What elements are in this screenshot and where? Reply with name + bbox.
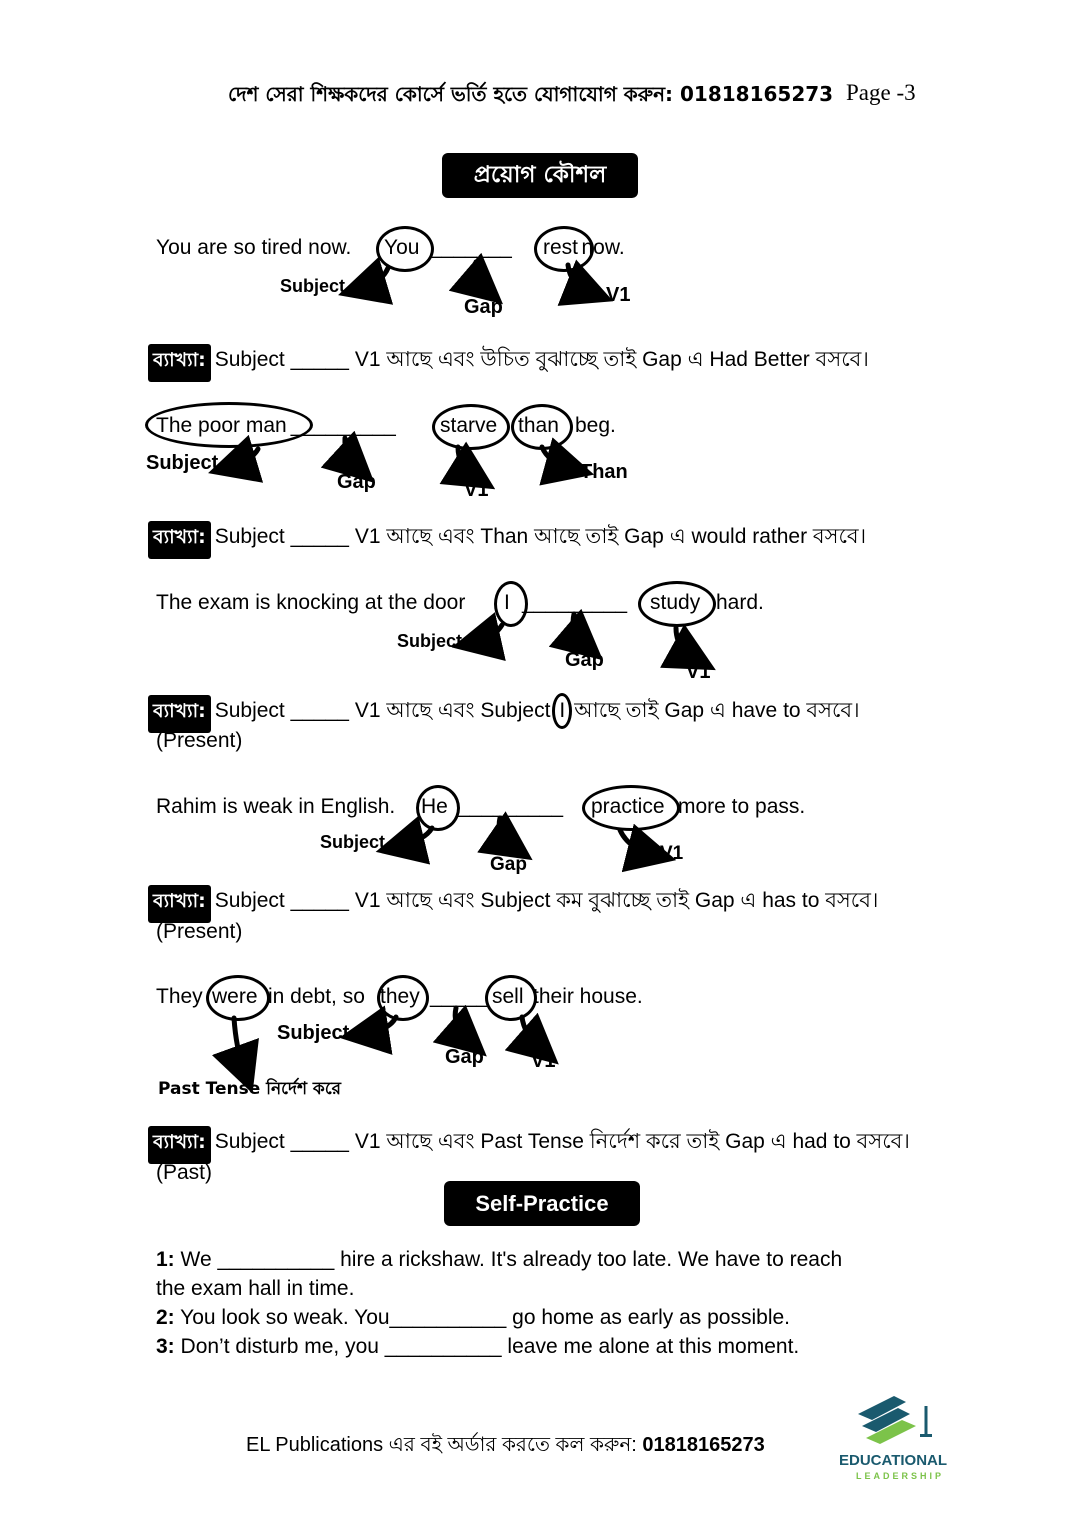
subject-word: I (504, 591, 510, 614)
oval-than (511, 404, 573, 450)
oval-past-verb (206, 975, 270, 1021)
sentence-middle: in debt, so (268, 985, 365, 1008)
label-v1: V1 (464, 479, 489, 501)
sentence-end: beg. (575, 414, 616, 437)
explanation-3: ব্যাখ্যা:Subject _____ V1 আছে এবং Subjec… (148, 693, 860, 733)
verb-word: sell (492, 985, 524, 1008)
label-subject: Subject (277, 1022, 350, 1044)
label-past-tense: Past Tense নির্দেশ করে (158, 1079, 342, 1099)
explanation-2: ব্যাখ্যা:Subject _____ V1 আছে এবং Than আ… (148, 520, 866, 559)
label-v1: V1 (660, 843, 684, 864)
example-4-sentence: Rahim is weak in English. (156, 795, 396, 818)
label-gap: Gap (337, 471, 376, 493)
label-gap: Gap (464, 296, 503, 318)
oval-verb (638, 581, 716, 627)
oval-verb (534, 226, 594, 272)
example-5-sentence: They (156, 985, 203, 1008)
label-v1: V1 (686, 661, 711, 683)
verb-word: study (650, 591, 701, 614)
sentence-end: more to pass. (678, 795, 806, 818)
label-subject: Subject (397, 631, 463, 651)
oval-verb (432, 404, 510, 450)
explanation-4: ব্যাখ্যা:Subject _____ V1 আছে এবং Subjec… (148, 884, 878, 923)
explanation-tag: ব্যাখ্যা: (148, 344, 211, 382)
label-v1: V1 (606, 284, 631, 306)
oval-subject (494, 581, 528, 627)
tense-note: (Present) (156, 920, 243, 943)
subject-word: they (380, 985, 420, 1008)
oval-subject (145, 402, 313, 448)
practice-item-1: 1: We __________ hire a rickshaw. It's a… (156, 1248, 843, 1300)
label-subject: Subject (280, 276, 346, 296)
oval-subject (376, 226, 434, 272)
section-title: প্রয়োগ কৌশল (442, 153, 638, 198)
example-2-sentence: The poor man_________ (156, 414, 396, 437)
tense-note: (Past) (156, 1161, 213, 1184)
header-text: দেশ সেরা শিক্ষকদের কোর্সে ভর্তি হতে যোগা… (228, 82, 834, 106)
tense-note: (Present) (156, 729, 243, 752)
label-gap: Gap (490, 854, 527, 875)
self-practice-title: Self-Practice (444, 1181, 640, 1226)
label-gap: Gap (565, 649, 604, 671)
explanation-tag: ব্যাখ্যা: (148, 885, 211, 923)
gap-blank: _________ (458, 795, 564, 818)
subject-word: You (384, 236, 420, 259)
label-subject: Subject (146, 452, 219, 474)
logo-main-text: EDUCATIONAL (839, 1452, 948, 1469)
sentence-end: their house. (533, 985, 643, 1008)
explanation-5: ব্যাখ্যা:Subject _____ V1 আছে এবং Past T… (148, 1125, 910, 1164)
explanation-1: ব্যাখ্যা:Subject _____ V1 আছে এবং উচিত ব… (148, 343, 869, 382)
practice-item-3: 3: Don’t disturb me, you __________ leav… (156, 1335, 800, 1358)
past-verb-word: were (212, 985, 258, 1008)
label-subject: Subject (320, 832, 386, 852)
verb-word: starve (440, 414, 498, 437)
oval-verb (582, 785, 680, 831)
footer-text: EL Publications এর বই অর্ডার করতে কল করু… (246, 1434, 765, 1456)
label-than: Than (580, 461, 628, 483)
explanation-tag: ব্যাখ্যা: (148, 1126, 211, 1164)
practice-item-2: 2: You look so weak. You__________ go ho… (156, 1306, 790, 1329)
verb-word: practice (591, 795, 665, 818)
gap-blank: _________ (522, 591, 628, 614)
example-3-sentence: The exam is knocking at the door (156, 591, 466, 614)
label-gap: Gap (445, 1046, 484, 1068)
subject-word: He (421, 795, 448, 818)
sentence-end: hard. (716, 591, 764, 614)
than-word: than (518, 414, 559, 437)
oval-subject (377, 975, 429, 1021)
logo-sub-text: LEADERSHIP (856, 1471, 945, 1481)
explanation-tag: ব্যাখ্যা: (148, 695, 211, 733)
oval-verb (485, 975, 537, 1021)
educational-leadership-logo-icon (858, 1396, 932, 1444)
gap-blank: _____ (430, 985, 489, 1008)
page-number: Page -3 (846, 80, 916, 105)
label-v1: V1 (531, 1050, 556, 1072)
explanation-tag: ব্যাখ্যা: (148, 521, 211, 559)
oval-subject (416, 785, 460, 831)
verb-word: rest (543, 236, 579, 259)
